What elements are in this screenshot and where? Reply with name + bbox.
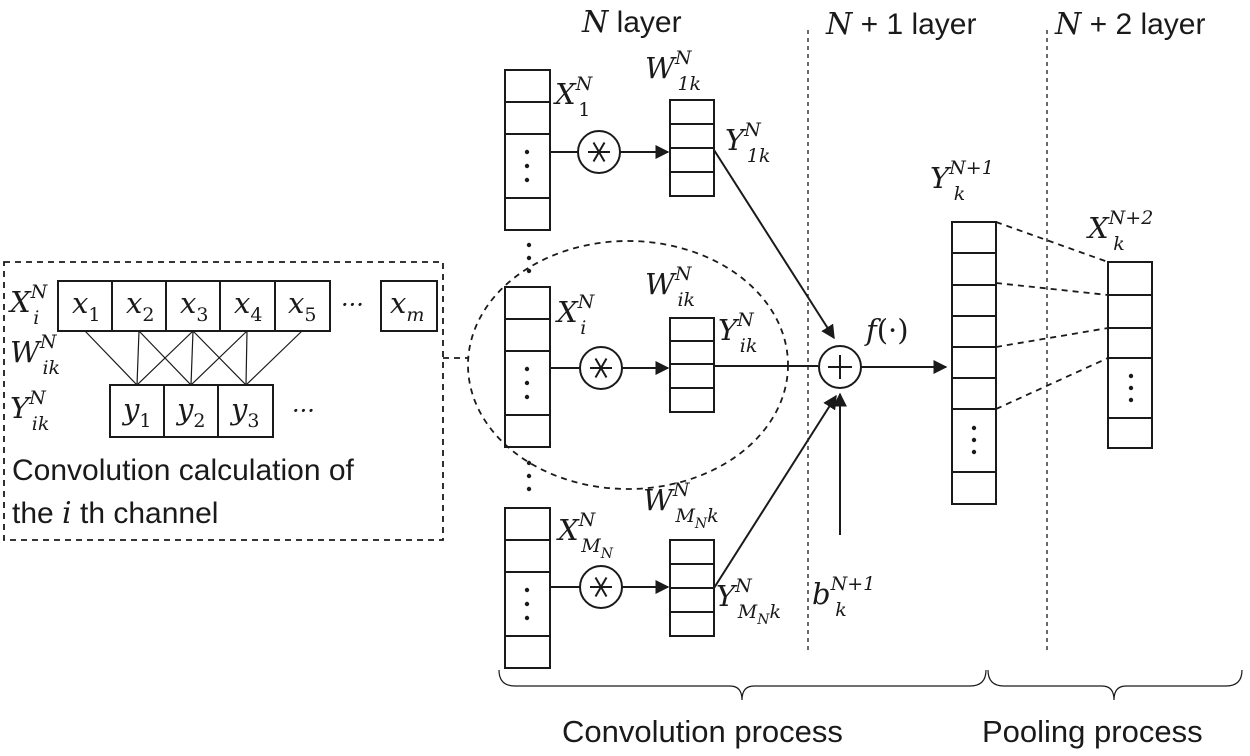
convolution-process-label: Convolution process xyxy=(562,714,843,749)
convolution-operator-icon xyxy=(550,565,670,609)
pooling-process-label: Pooling process xyxy=(982,714,1203,749)
x-cell-1: x1 xyxy=(72,286,100,326)
convolution-operator-icon xyxy=(550,130,670,174)
input-vector-middle xyxy=(504,286,551,448)
label-activation: f(·) xyxy=(864,313,909,347)
sum-operator-icon xyxy=(818,345,862,389)
pooling-connections xyxy=(995,221,1109,410)
pooling-brace xyxy=(987,669,1243,701)
n1-layer-header: N + 1 layer xyxy=(825,7,976,42)
convolution-operator-icon xyxy=(550,346,670,390)
y-cell-3: y3 xyxy=(229,392,259,432)
arrow-bottom-to-sum xyxy=(713,394,837,589)
x-cell-4: x4 xyxy=(234,286,262,326)
input-vector-top xyxy=(504,69,551,231)
y-cell-1: y1 xyxy=(121,392,151,432)
inset-caption-line2: the i th channel xyxy=(12,496,218,531)
kernel-output-bottom xyxy=(669,539,715,637)
x-cell-5: x5 xyxy=(288,286,316,326)
n2-layer-header: N + 2 layer xyxy=(1054,7,1205,42)
vertical-ellipsis xyxy=(526,242,532,492)
convolution-brace xyxy=(498,669,987,701)
x-cell-3: x3 xyxy=(180,286,208,326)
kernel-output-top xyxy=(669,99,715,197)
arrow-top-to-sum xyxy=(713,149,835,340)
pooled-vector xyxy=(1107,261,1153,449)
kernel-output-middle xyxy=(669,317,715,413)
feature-map-vector xyxy=(951,221,997,505)
x-cell-2: x2 xyxy=(126,286,154,326)
input-vector-bottom xyxy=(504,507,551,669)
x-cell-m: xm xyxy=(390,286,424,326)
n-layer-header: N layer xyxy=(581,5,682,40)
y-ellipsis: ··· xyxy=(292,397,315,425)
channel-highlight-ellipse xyxy=(467,240,789,490)
x-ellipsis: ··· xyxy=(341,291,364,319)
kernel-connections xyxy=(84,330,303,386)
inset-caption-line1: Convolution calculation of xyxy=(12,454,355,487)
y-cell-2: y2 xyxy=(175,392,205,432)
